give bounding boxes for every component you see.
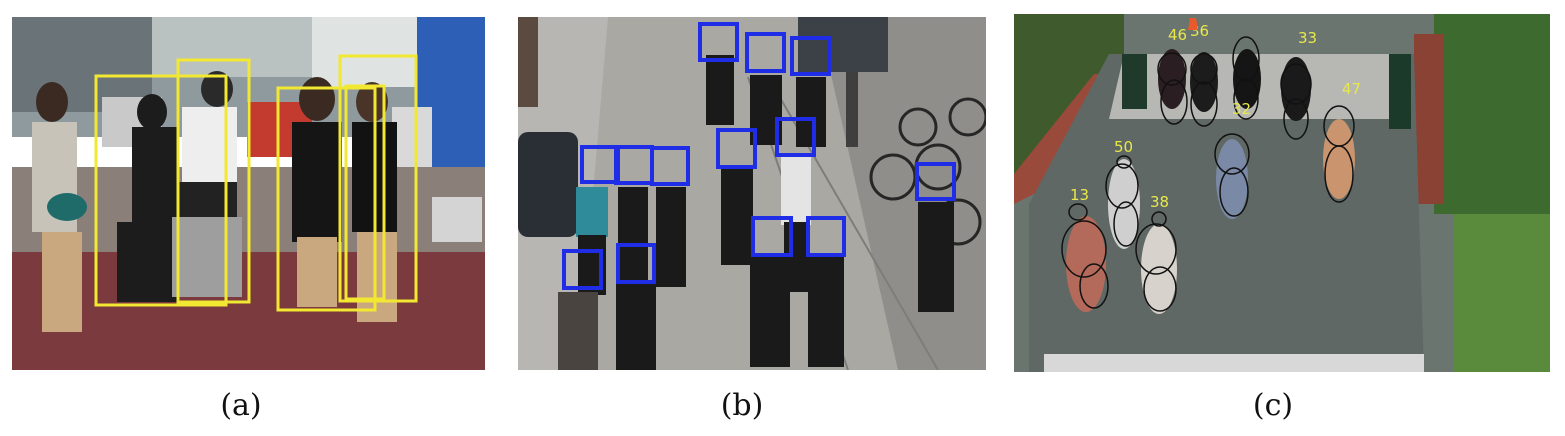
track-contour <box>1105 163 1139 209</box>
track-contour <box>1219 167 1249 217</box>
panel-b-detection-boxes <box>562 22 956 290</box>
track-id-label: 32 <box>1232 100 1251 118</box>
track-contour <box>1135 223 1177 275</box>
detection-box <box>751 216 793 257</box>
panel-c-image: 46 36 33 32 47 50 38 13 <box>1014 14 1550 372</box>
track-id-label: 13 <box>1070 186 1089 204</box>
detection-box <box>790 36 831 76</box>
track-contour <box>1324 145 1354 203</box>
track-contour <box>1113 201 1139 247</box>
detection-box <box>915 162 956 201</box>
panel-a-detection-boxes <box>94 54 418 312</box>
track-contour <box>1214 133 1250 175</box>
track-contour <box>1160 79 1188 125</box>
panel-b-scene <box>518 17 986 370</box>
track-contour <box>1068 203 1088 221</box>
track-contour <box>1079 263 1109 309</box>
track-contour <box>1190 53 1218 85</box>
panel-c-caption: (c) <box>1252 388 1294 423</box>
track-contour <box>1190 81 1218 127</box>
track-id-label: 33 <box>1298 29 1317 47</box>
panel-a-caption: (a) <box>220 388 262 423</box>
track-contour <box>1232 36 1260 82</box>
panel-b-image <box>518 17 986 370</box>
panel-a-image <box>12 17 485 370</box>
track-contour <box>1151 211 1167 227</box>
detection-box <box>806 216 846 257</box>
panel-b-caption: (b) <box>720 388 764 423</box>
track-id-label: 38 <box>1150 193 1169 211</box>
track-contour <box>1116 155 1132 169</box>
detection-box <box>94 74 228 307</box>
track-contour <box>1283 98 1309 140</box>
detection-box <box>650 146 690 186</box>
track-contour <box>1061 220 1107 278</box>
panel-c-tracking-contours <box>1061 36 1355 312</box>
detection-box <box>176 58 251 304</box>
track-contour <box>1143 266 1177 312</box>
track-contour <box>1280 63 1312 105</box>
track-id-label: 50 <box>1114 138 1133 156</box>
detection-box <box>338 54 418 303</box>
detection-box <box>775 117 816 157</box>
panel-c-scene: 46 36 33 32 47 50 38 13 <box>1014 14 1550 372</box>
detection-box <box>276 86 377 312</box>
track-id-label: 46 <box>1168 26 1187 44</box>
detection-box <box>344 84 386 301</box>
panel-a-scene <box>12 17 485 370</box>
detection-box <box>745 32 786 73</box>
track-contour <box>1233 78 1259 120</box>
detection-box <box>698 22 739 62</box>
detection-box <box>562 249 603 290</box>
detection-box <box>616 243 656 284</box>
detection-box <box>716 128 757 169</box>
track-id-label: 47 <box>1342 80 1361 98</box>
track-contour <box>1157 52 1187 86</box>
